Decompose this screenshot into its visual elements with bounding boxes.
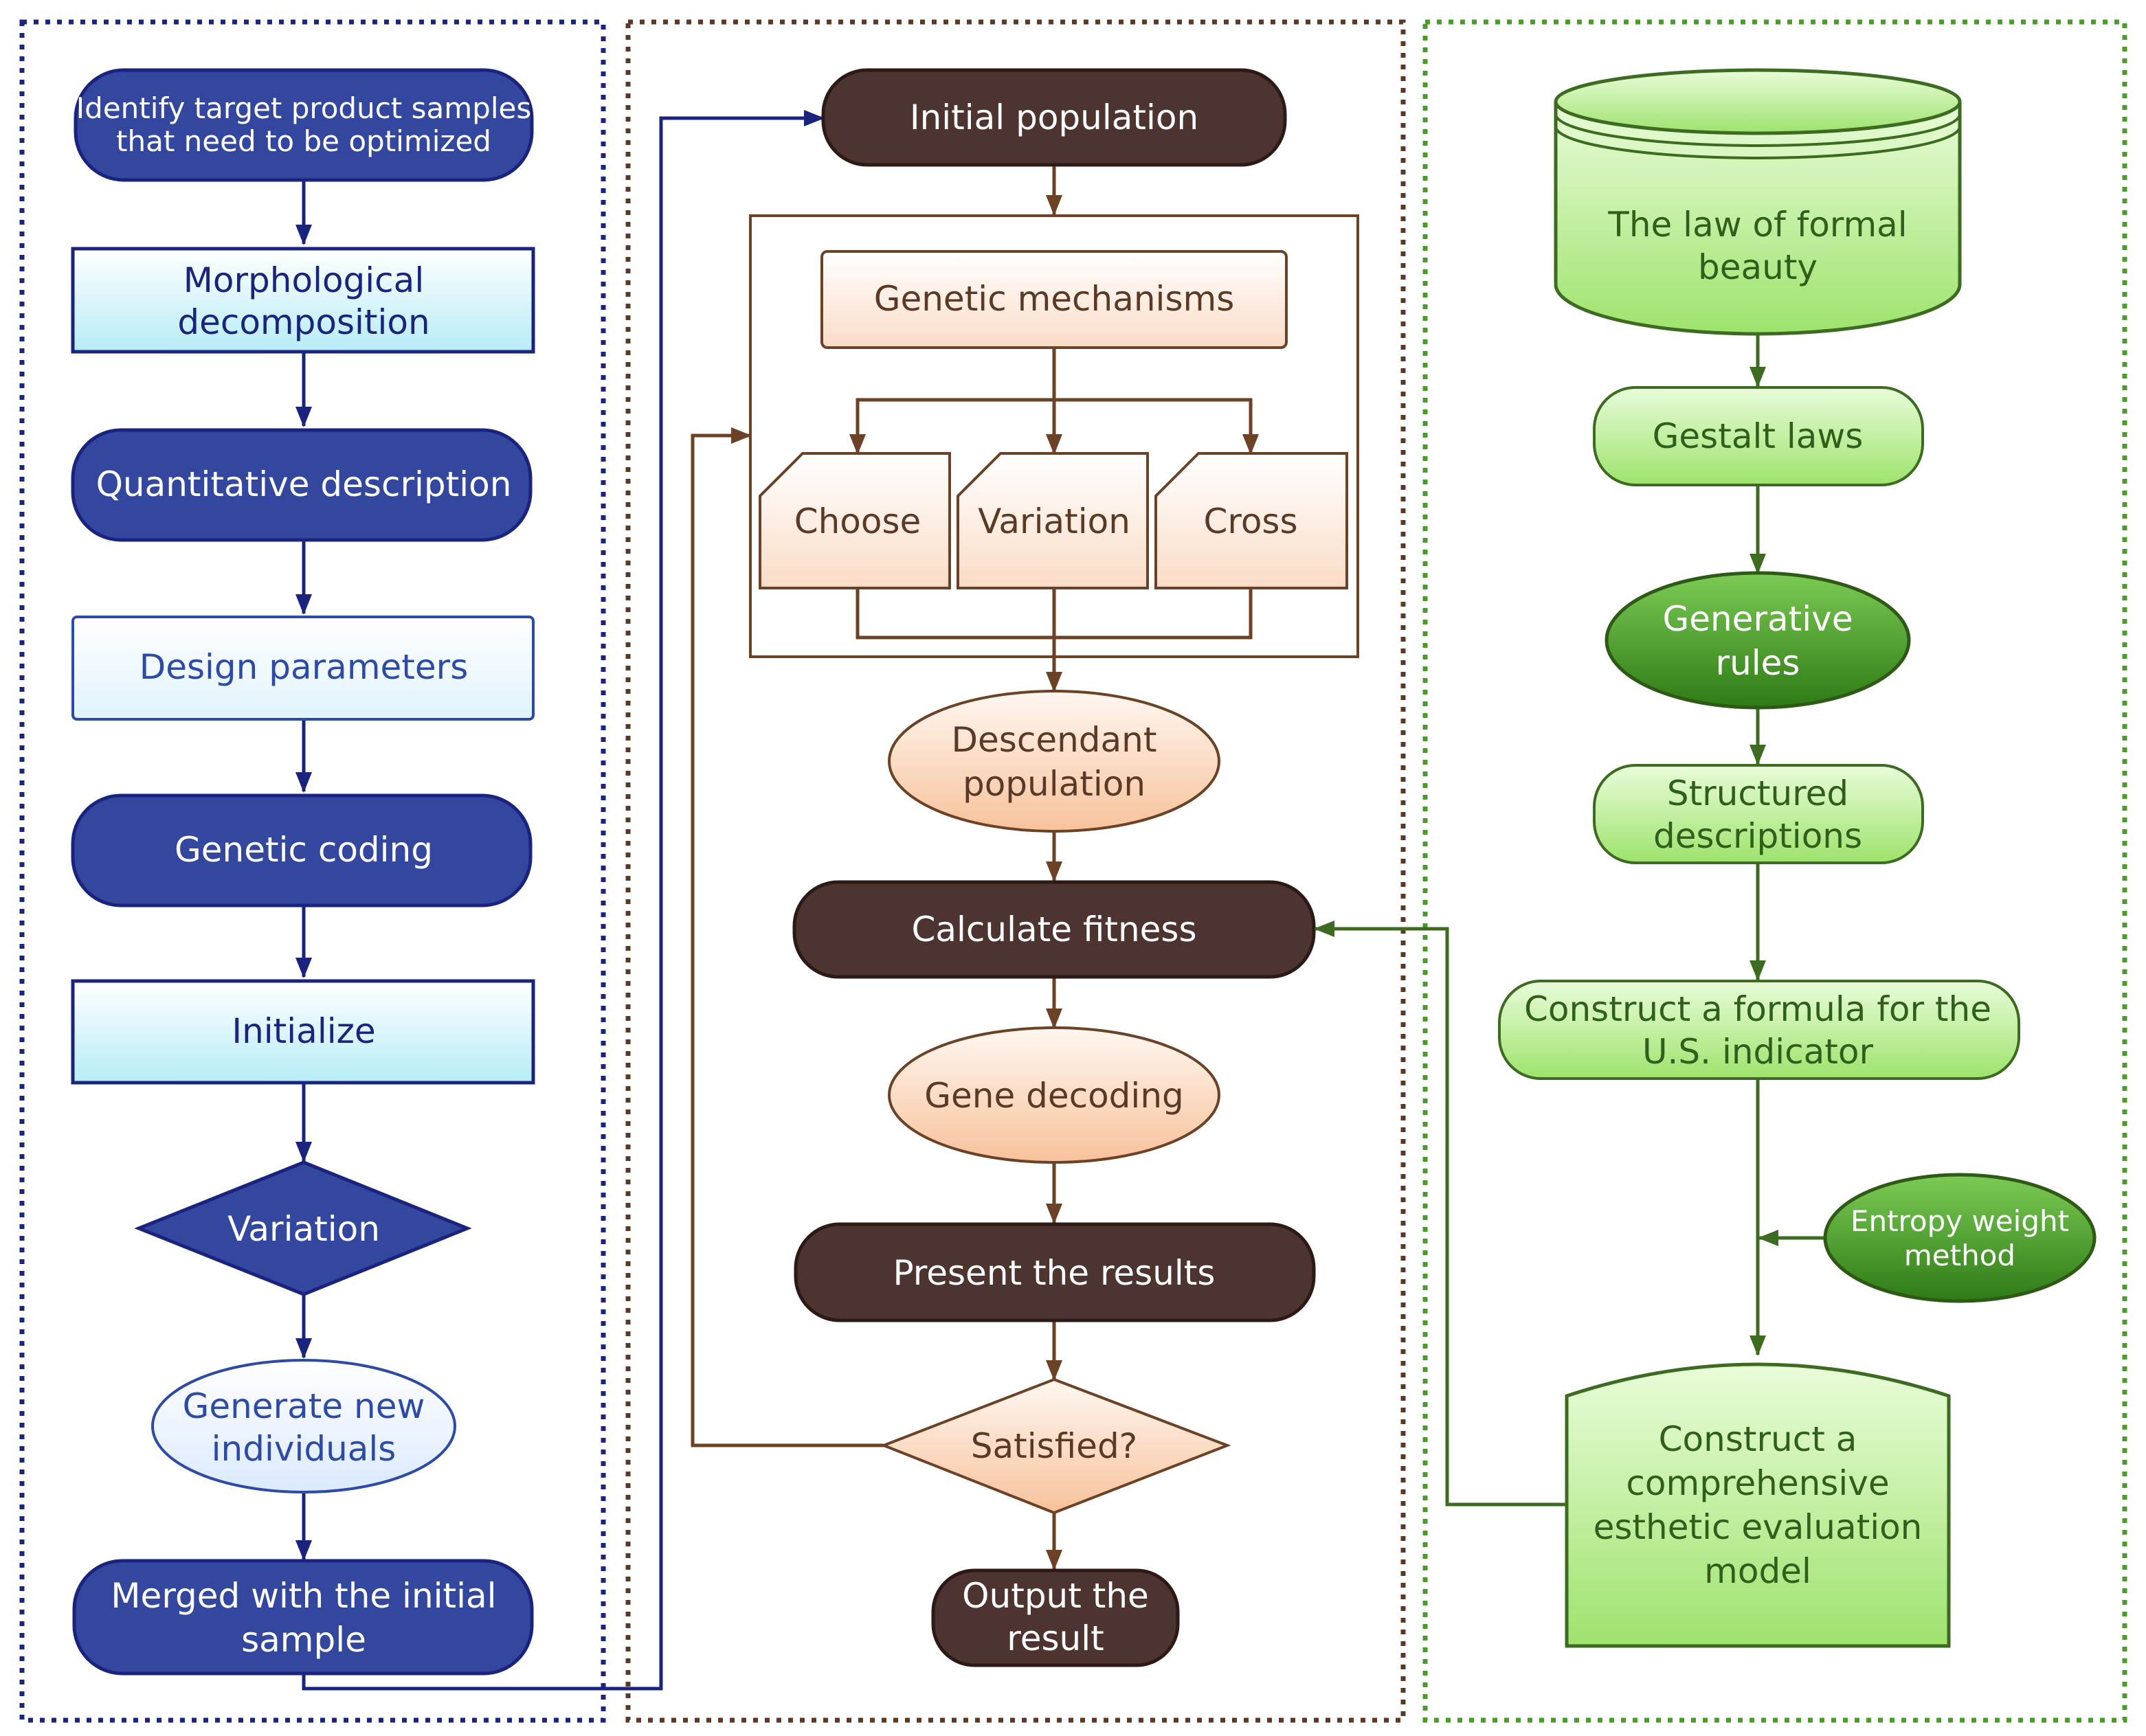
satisfied-label: Satisfied? [971,1426,1137,1466]
descendant-population-node: Descendant population [888,690,1220,833]
structured-line-2: descriptions [1653,816,1862,856]
structured-descriptions-node: Structured descriptions [1593,764,1924,864]
choose-label: Choose [794,501,921,541]
decoding-label: Gene decoding [924,1076,1184,1116]
morph-line-2: decomposition [177,302,429,342]
variation-node: Variation [957,452,1149,589]
fitness-label: Calculate fitness [911,910,1196,949]
init-label: Initialize [232,1011,375,1051]
present-results-node: Present the results [794,1222,1316,1322]
initialize-node: Initialize [71,979,535,1085]
descendant-line-2: population [963,764,1145,804]
comprehensive-evaluation-model-node: Construct a comprehensive esthetic evalu… [1565,1362,1951,1648]
gestalt-label: Gestalt laws [1653,416,1864,456]
entropy-line-1: Entropy weight [1851,1204,2069,1238]
generate-new-individuals-node: Generate new individuals [151,1359,456,1493]
output-line-2: result [1007,1619,1104,1658]
structured-line-1: Structured [1667,774,1848,813]
generate-line-2: individuals [212,1429,396,1469]
initial-pop-label: Initial population [910,98,1198,137]
formula-line-1: Construct a formula for the [1524,989,1991,1029]
formula-line-2: U.S. indicator [1642,1032,1874,1072]
cross-label: Cross [1203,501,1297,541]
mechanisms-label: Genetic mechanisms [874,279,1235,319]
model-line-3: esthetic evaluation [1594,1507,1923,1547]
model-line-2: comprehensive [1626,1463,1889,1503]
morphological-decomposition-node: Morphological decomposition [71,247,535,354]
formula-us-indicator-node: Construct a formula for the U.S. indicat… [1498,980,2020,1080]
identify-line-1: Identify target product samples [76,91,531,125]
genetic-mechanisms-node: Genetic mechanisms [820,250,1288,349]
morph-line-1: Morphological [183,260,424,300]
genetic-coding-node: Genetic coding [71,793,533,908]
left-connectors [295,110,825,1691]
cross-node: Cross [1154,452,1348,589]
quant-label: Quantitative description [96,464,512,504]
entropy-weight-method-node: Entropy weight method [1823,1173,2097,1303]
output-result-node: Output the result [931,1568,1180,1667]
merged-line-2: sample [241,1620,366,1660]
entropy-line-2: method [1904,1239,2015,1272]
coding-label: Genetic coding [175,830,433,870]
present-label: Present the results [893,1253,1216,1293]
merged-with-initial-node: Merged with the initial sample [72,1559,534,1676]
satisfied-decision-node: Satisfied? [880,1377,1231,1515]
middle-panel-border [625,19,1406,1723]
identify-line-2: that need to be optimized [116,124,491,158]
mid-variation-label: Variation [978,501,1130,541]
descendant-line-1: Descendant [952,720,1157,760]
law-line-1: The law of formal [1607,205,1907,245]
model-line-1: Construct a [1659,1419,1857,1459]
design-parameters-node: Design parameters [71,616,535,721]
generate-line-1: Generate new [183,1386,425,1426]
identify-target-node: Identify target product samples that nee… [74,68,534,182]
law-of-formal-beauty-node: The law of formal beauty [1554,68,1962,336]
quantitative-description-node: Quantitative description [71,428,533,542]
generative-line-2: rules [1716,643,1800,683]
generative-line-1: Generative [1662,599,1853,639]
law-line-2: beauty [1698,247,1818,287]
model-line-4: model [1704,1551,1811,1591]
merged-line-1: Merged with the initial [111,1576,496,1616]
left-panel-border [19,19,606,1723]
right-connectors [1314,334,1824,1507]
calculate-fitness-node: Calculate fitness [792,880,1316,979]
initial-population-node: Initial population [821,68,1287,167]
left-variation-label: Variation [227,1209,380,1249]
generative-rules-node: Generative rules [1605,571,1911,710]
choose-node: Choose [759,452,951,589]
gestalt-laws-node: Gestalt laws [1593,386,1924,486]
right-panel-border [1422,19,2127,1723]
variation-decision-node: Variation [134,1160,472,1296]
output-line-1: Output the [962,1576,1149,1616]
middle-connectors [691,165,1359,1570]
gene-decoding-node: Gene decoding [888,1026,1220,1164]
design-label: Design parameters [139,647,469,687]
